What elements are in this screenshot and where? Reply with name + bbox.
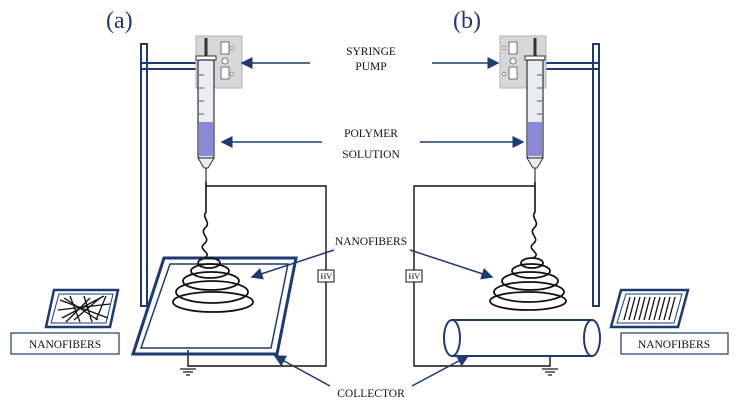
- circuit-a: HV: [180, 185, 335, 376]
- setup-b: HV: [405, 35, 690, 376]
- nanofibers-right-label: NANOFIBERS: [638, 339, 710, 351]
- syringe-pump-label-line2: PUMP: [355, 61, 386, 73]
- label-syringe-pump: SYRINGE PUMP: [240, 46, 500, 73]
- collector-label: COLLECTOR: [337, 388, 405, 400]
- polymer-solution-label-line1: POLYMER: [344, 128, 398, 140]
- panel-label-b: (b): [453, 8, 481, 34]
- polymer-jet-a: [201, 182, 209, 259]
- arrow-to-collector-b: [411, 355, 470, 387]
- circuit-b: HV: [405, 185, 558, 376]
- label-polymer-solution: POLYMER SOLUTION: [220, 128, 525, 161]
- collector-plate-a: [130, 256, 298, 356]
- aligned-fiber-mat-inset: [609, 288, 690, 329]
- label-collector: COLLECTOR: [273, 355, 470, 400]
- nanofibers-center-label: NANOFIBERS: [335, 236, 407, 248]
- fiber-spiral-a: [172, 257, 254, 313]
- nanofibers-box-left: NANOFIBERS: [10, 332, 120, 355]
- syringe-b: [524, 38, 546, 182]
- collector-drum-b: [443, 319, 601, 357]
- syringe-pump-label-line1: SYRINGE: [346, 46, 396, 58]
- panel-label-a: (a): [106, 8, 133, 34]
- arrow-to-collector-a: [273, 355, 331, 387]
- arrow-to-spiral-a: [250, 249, 335, 280]
- syringe-a: [195, 38, 217, 182]
- random-fiber-mat-inset: [44, 288, 120, 329]
- fiber-spiral-b: [489, 257, 567, 311]
- hv-label-a: HV: [321, 272, 333, 281]
- hv-label-b: HV: [409, 272, 421, 281]
- nanofibers-left-label: NANOFIBERS: [29, 339, 101, 351]
- setup-a: HV: [44, 35, 335, 376]
- nanofibers-box-right: NANOFIBERS: [620, 332, 729, 355]
- arrow-to-spiral-b: [409, 249, 494, 280]
- label-nanofibers-center: NANOFIBERS: [250, 236, 494, 280]
- polymer-solution-label-line2: SOLUTION: [342, 149, 400, 161]
- polymer-jet-b: [530, 182, 538, 259]
